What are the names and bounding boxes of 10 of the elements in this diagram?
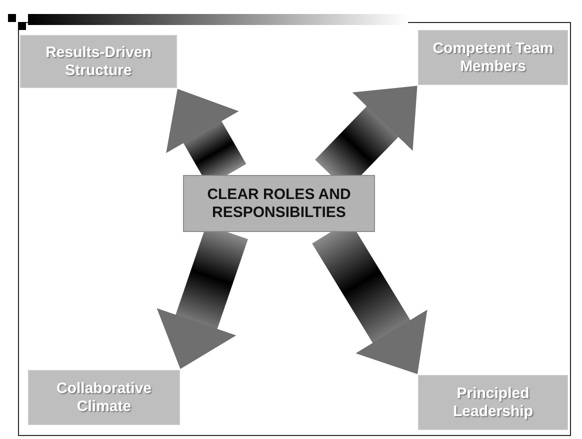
box-text: CLEAR ROLES AND RESPONSIBILTIES: [206, 186, 352, 222]
box-text: Principled Leadership: [452, 384, 534, 420]
box-text: Results-Driven Structure: [44, 44, 152, 80]
label-box: [28, 370, 180, 425]
box-text: Competent Team Members: [432, 40, 554, 76]
label-box: [418, 30, 568, 85]
box-text: Collaborative Climate: [55, 380, 153, 416]
label-box: [418, 375, 568, 430]
label-box: [20, 35, 177, 88]
central-box: [183, 175, 375, 232]
